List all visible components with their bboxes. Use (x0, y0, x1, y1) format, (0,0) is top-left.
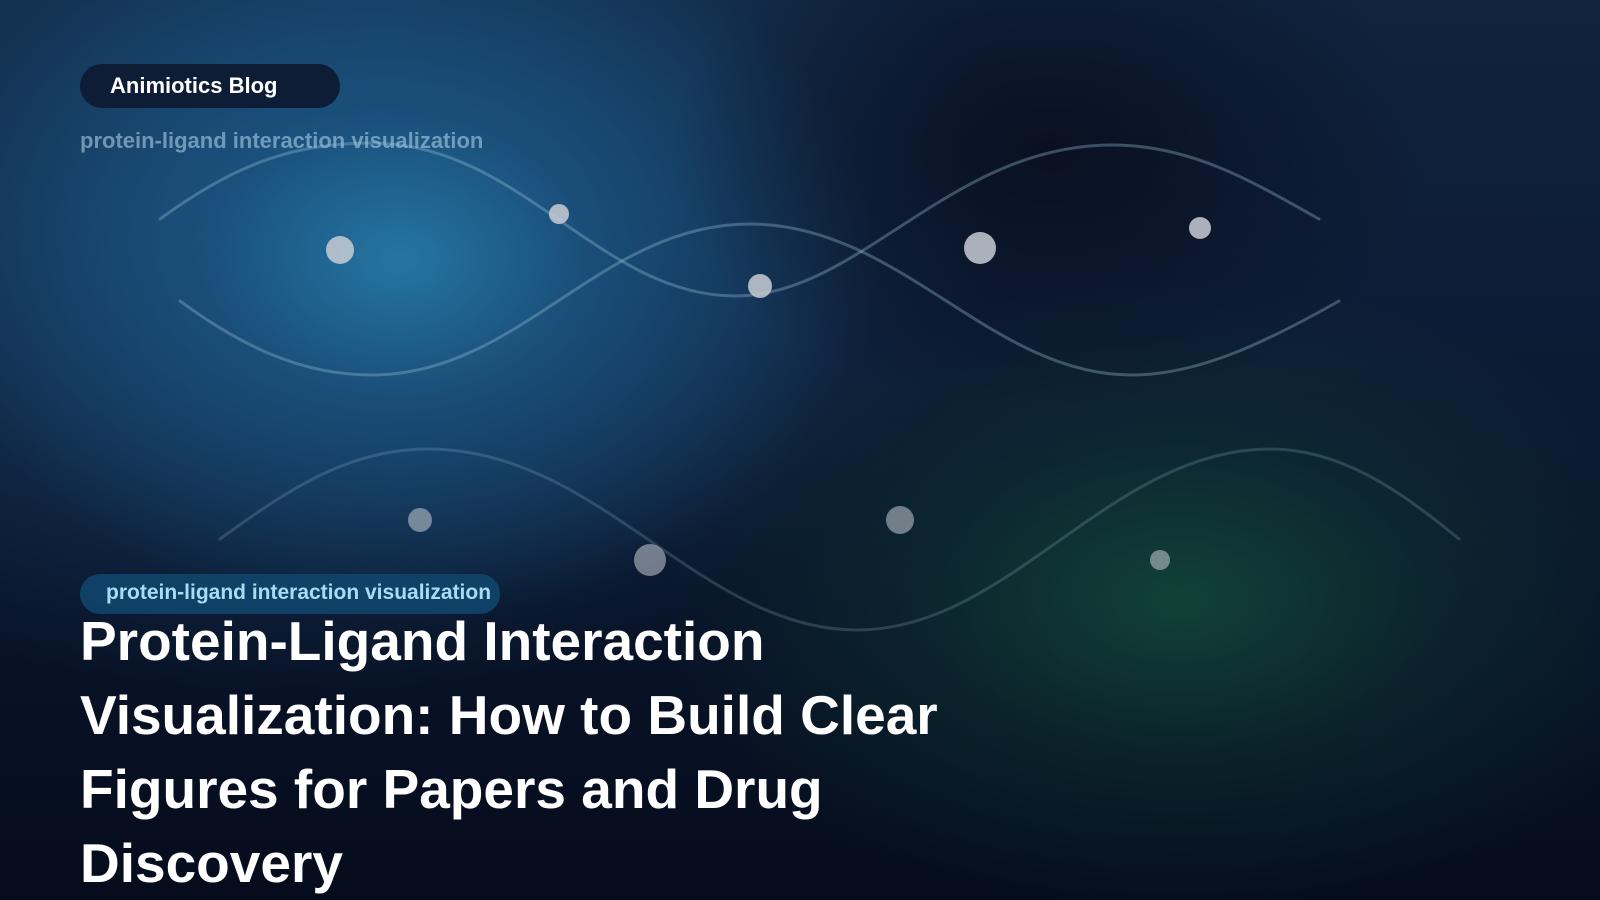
wave-curve-bottom (218, 447, 1461, 632)
brand-badge[interactable]: Animiotics Blog (80, 64, 340, 108)
atom-dot (748, 274, 772, 298)
atom-dot (408, 508, 432, 532)
atom-dot (1189, 217, 1211, 239)
page-title: Protein-Ligand Interaction Visualization… (80, 610, 938, 894)
topic-tag-label: protein-ligand interaction visualization (106, 581, 492, 604)
brand-label: Animiotics Blog (110, 73, 278, 98)
topic-tag-pill (80, 574, 500, 614)
atom-dot (634, 544, 666, 576)
wave-curve-top-1 (158, 141, 1321, 298)
header-subtitle: protein-ligand interaction visualization (80, 128, 484, 153)
atom-dot (549, 204, 569, 224)
atom-dot (1150, 550, 1170, 570)
atom-dot (964, 232, 996, 264)
atom-dot (886, 506, 914, 534)
atom-dot (326, 236, 354, 264)
wave-curve-top-2 (178, 222, 1341, 377)
